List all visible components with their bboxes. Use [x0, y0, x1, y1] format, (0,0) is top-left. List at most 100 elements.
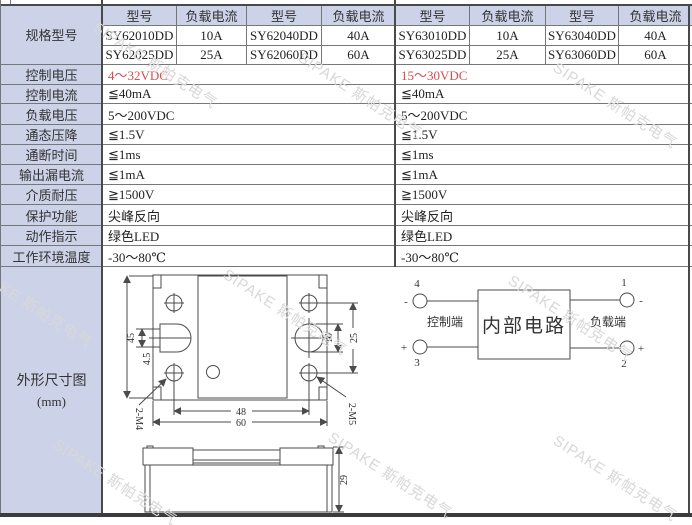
- spec-text: ≦1.5V: [401, 126, 438, 142]
- led-hole: [206, 365, 220, 379]
- dim-width-outer: 60: [236, 418, 246, 429]
- spec-value-left: ≧1500V: [103, 185, 396, 205]
- top-view-dim-labels: 45 4.5 2-M4 2-M5 10 25 48 60: [126, 333, 360, 430]
- current-cell: 10A: [177, 26, 247, 46]
- row-label-text: 通态压降: [25, 128, 78, 143]
- current-value: 60A: [347, 47, 370, 62]
- spec-text: ≦1.5V: [108, 126, 145, 142]
- terminal-2: 2: [621, 358, 627, 370]
- current-value: 25A: [200, 47, 223, 62]
- spec-text: 尖峰反向: [108, 208, 161, 224]
- spec-value-left: 4～32VDC: [103, 65, 396, 85]
- dim-side-height: 29: [339, 475, 350, 485]
- current-cell: 60A: [619, 46, 692, 65]
- outline-drawing-cell: 45 4.5 2-M4 2-M5 10 25 48 60: [103, 267, 692, 517]
- terminal-1-polarity: -: [639, 295, 643, 307]
- terminal-3: 3: [414, 357, 420, 369]
- row-label-text: 负载电压: [25, 107, 78, 123]
- row-label-control-current: 控制电流: [0, 85, 103, 104]
- internal-circuit-diagram: 内部电路 控制端 负载端 4 - 3 + 1 - 2 +: [401, 277, 644, 370]
- spec-text: 尖峰反向: [401, 208, 454, 224]
- model-number: SY62040DD: [250, 27, 318, 43]
- model-cell: SY63025DD: [396, 46, 470, 65]
- terminal-1: 1: [621, 277, 627, 289]
- dim-screw-right: 2-M5: [346, 403, 357, 425]
- model-number: SY63060DD: [548, 47, 616, 62]
- header-cell: 型号: [247, 5, 322, 26]
- spec-text: -30～80℃: [401, 249, 459, 265]
- terminal-circle: [412, 293, 428, 309]
- row-label-text: 通断时间: [25, 148, 78, 163]
- row-label-text: 规格型号: [25, 28, 78, 43]
- model-cell: SY62010DD: [103, 26, 177, 46]
- divider: [0, 0, 1, 517]
- spec-value-left: ≦1ms: [103, 145, 396, 165]
- header-cell: 负载电流: [177, 5, 247, 26]
- spec-text: ≦1mA: [401, 166, 438, 182]
- current-cell: 25A: [177, 46, 247, 65]
- header-text: 负载电流: [185, 8, 238, 24]
- model-row: SY62010DD 10A SY62040DD 40A SY63010DD 10…: [103, 26, 692, 46]
- terminal-4: 4: [414, 278, 420, 290]
- dim-hole-pitch: 25: [349, 333, 360, 343]
- current-value: 40A: [644, 27, 667, 43]
- spec-text: ≧1500V: [401, 186, 448, 202]
- current-value: 10A: [496, 27, 519, 43]
- model-number: SY62025DD: [105, 47, 174, 62]
- current-cell: 40A: [619, 26, 692, 46]
- divider: [10, 0, 11, 5]
- current-cell: 10A: [470, 26, 546, 46]
- row-label-text: 动作指示: [25, 229, 78, 244]
- header-text: 负载电流: [629, 8, 682, 24]
- spec-value-right: ≦1.5V: [396, 125, 692, 145]
- spec-text: ≧1500V: [108, 186, 155, 202]
- spec-text: 绿色LED: [108, 229, 160, 244]
- spec-text: 5～200VDC: [401, 107, 468, 123]
- spec-value-right: 15～30VDC: [396, 65, 692, 85]
- spec-value-right: ≦40mA: [396, 85, 692, 104]
- divider: [688, 4, 690, 517]
- row-label-ambient-temp: 工作环境温度: [0, 246, 103, 267]
- current-value: 25A: [496, 47, 519, 62]
- outline-label: 外形尺寸图: [16, 374, 87, 389]
- outline-unit: (mm): [37, 394, 66, 409]
- dim-slot-offset: 4.5: [142, 353, 153, 366]
- relay-top-view: [123, 274, 358, 426]
- outline-drawing-svg: 45 4.5 2-M4 2-M5 10 25 48 60: [123, 274, 644, 513]
- spec-value-left: ≦1.5V: [103, 125, 396, 145]
- row-label-protection: 保护功能: [0, 205, 103, 226]
- left-slot: [159, 323, 192, 353]
- row-label-leak-current: 输出漏电流: [0, 165, 103, 185]
- spec-value-right: 5～200VDC: [396, 104, 692, 125]
- terminal-3-polarity: +: [401, 342, 407, 354]
- circuit-box-label: 内部电路: [482, 315, 566, 337]
- divider: [0, 4, 692, 6]
- spec-text: 15～30VDC: [401, 68, 468, 83]
- spec-text: ≦1ms: [108, 146, 141, 162]
- header-text: 型号: [270, 8, 297, 24]
- current-cell: 60A: [322, 46, 396, 65]
- header-text: 负载电流: [332, 8, 385, 24]
- row-label-text: 控制电压: [25, 68, 78, 83]
- spec-value-right: -30～80℃: [396, 246, 692, 267]
- header-cell: 型号: [396, 5, 470, 26]
- header-text: 负载电流: [481, 8, 534, 24]
- dim-width-inner: 48: [236, 407, 246, 418]
- spec-value-right: ≦1ms: [396, 145, 692, 165]
- dim-screw-left: 2-M4: [133, 408, 144, 430]
- spec-text: ≦1mA: [108, 166, 145, 182]
- spec-value-left: ≦1mA: [103, 165, 396, 185]
- spec-text: 绿色LED: [401, 229, 453, 244]
- spec-value-left: 尖峰反向: [103, 205, 396, 226]
- spec-value-left: ≦40mA: [103, 85, 396, 104]
- spec-value-left: 绿色LED: [103, 226, 396, 246]
- spec-text: ≦1ms: [401, 146, 434, 162]
- spec-text: ≦40mA: [108, 86, 152, 101]
- header-cell: 型号: [546, 5, 619, 26]
- header-text: 型号: [419, 8, 446, 24]
- spec-text: -30～80℃: [108, 249, 166, 265]
- dim-height: 45: [126, 333, 137, 343]
- row-label-load-voltage: 负载电压: [0, 104, 103, 125]
- model-number: SY62010DD: [105, 27, 174, 43]
- relay-side-view: [142, 445, 344, 513]
